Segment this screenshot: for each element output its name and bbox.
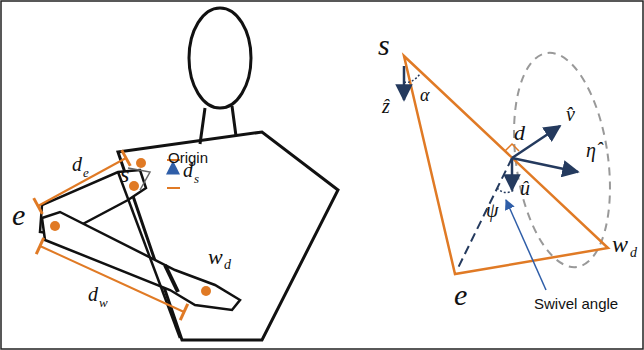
vertex-label: w <box>612 232 628 256</box>
axis-label: η̂ <box>586 140 596 160</box>
point-label: d <box>514 122 525 144</box>
axis-label: v̂ <box>566 104 575 124</box>
dimension-symbol: d <box>72 154 82 174</box>
annotation: Swivel angle <box>534 296 618 311</box>
subscript: d <box>630 246 637 260</box>
angle-label: ψ <box>486 200 498 220</box>
joint-label: w <box>208 246 223 268</box>
subscript: s <box>194 172 199 185</box>
vertex-label: s <box>378 30 390 60</box>
axis-label: û <box>520 178 530 198</box>
dimension-symbol: d <box>183 160 193 180</box>
dimension-symbol: d <box>88 284 98 304</box>
subscript: d <box>224 258 231 272</box>
vertex-label: e <box>454 280 467 310</box>
subscript: e <box>83 166 89 179</box>
joint-label: e <box>12 200 25 230</box>
axis-label: ẑ <box>382 96 390 116</box>
joint-label: s <box>120 162 129 186</box>
angle-label: α <box>420 86 429 104</box>
subscript: w <box>99 296 108 309</box>
